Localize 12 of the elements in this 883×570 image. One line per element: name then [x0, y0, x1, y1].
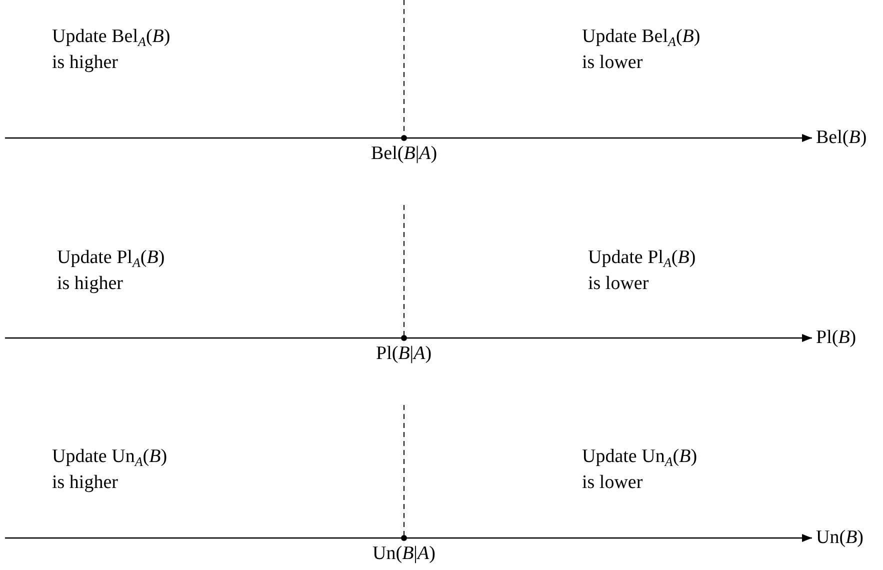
annotation-text: Update Bel$_{A}$(B) is higher: [52, 25, 172, 75]
point-label: Pl(B|A): [376, 342, 432, 366]
point-label: Bel(B|A): [371, 142, 438, 166]
axis-label: Pl(B): [816, 326, 856, 350]
annotation-text: Update Bel$_{A}$(B) is lower: [582, 25, 702, 75]
axis-label: Bel(B): [816, 126, 867, 150]
annotation-text: Update Un$_{A}$(B) is higher: [52, 445, 168, 495]
point-label: Un(B|A): [372, 542, 436, 566]
annotation-text: Update Pl$_{A}$(B) is lower: [588, 246, 697, 296]
axis-label: Un(B): [816, 526, 864, 550]
annotation-text: Update Pl$_{A}$(B) is higher: [57, 246, 166, 296]
annotation-text: Update Un$_{A}$(B) is lower: [582, 445, 698, 495]
